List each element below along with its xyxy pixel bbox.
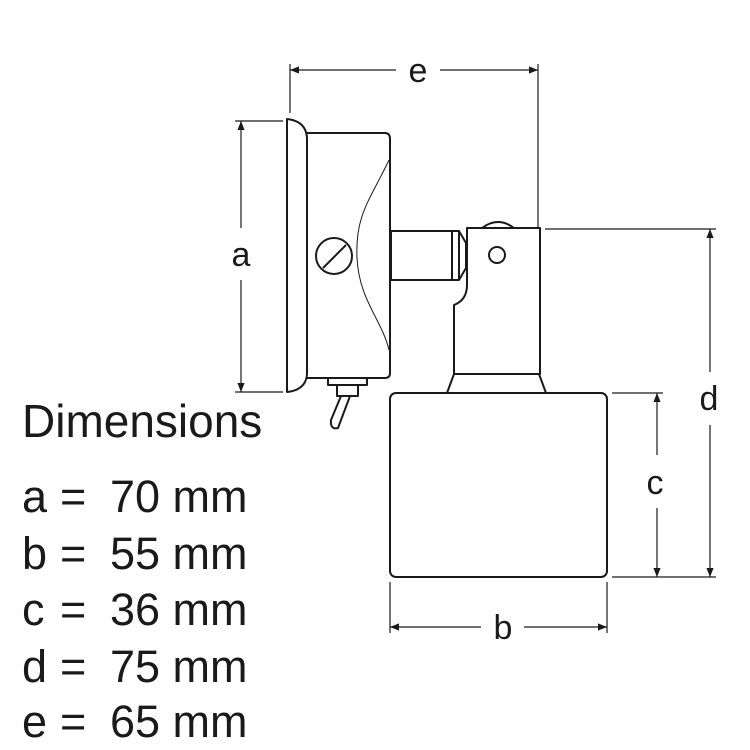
row-value: 36 mm (110, 584, 248, 635)
dimension-row-d: d = 75 mm (22, 641, 248, 692)
dimension-label-b: b (494, 609, 513, 647)
dimension-row-c: c = 36 mm (22, 584, 248, 635)
lamp-head (389, 392, 608, 578)
dimension-row-e: e = 65 mm (22, 696, 248, 747)
row-label: c (22, 584, 45, 635)
dimension-row-a: a = 70 mm (22, 471, 248, 522)
row-equals: = (60, 528, 86, 579)
row-label: b (22, 528, 47, 579)
dimension-label-a: a (232, 236, 251, 274)
row-value: 70 mm (110, 471, 248, 522)
wall-lamp-drawing (286, 118, 608, 578)
screw-icon (315, 237, 353, 275)
dimension-d: d (545, 228, 719, 578)
dimension-label-e: e (409, 52, 428, 90)
row-equals: = (60, 471, 86, 522)
bracket (446, 221, 547, 394)
row-value: 75 mm (110, 641, 248, 692)
row-value: 55 mm (110, 528, 248, 579)
housing-contour (356, 159, 390, 351)
dimension-label-d: d (700, 380, 719, 418)
row-value: 65 mm (110, 696, 248, 747)
dimensions-title: Dimensions (22, 395, 262, 447)
row-equals: = (60, 641, 86, 692)
dimension-e: e (289, 52, 539, 227)
arm-joint (390, 230, 467, 281)
row-equals: = (60, 584, 86, 635)
dimension-c: c (612, 392, 664, 577)
toggle-switch-icon (327, 377, 368, 430)
row-label: a (22, 471, 48, 522)
dimension-a: a (232, 120, 283, 393)
row-equals: = (60, 696, 86, 747)
dimension-b: b (389, 582, 608, 647)
row-label: d (22, 641, 47, 692)
lamp-base-housing (307, 132, 391, 379)
dimension-label-c: c (647, 464, 664, 502)
row-label: e (22, 696, 47, 747)
dimension-row-b: b = 55 mm (22, 528, 248, 579)
dimensions-list: a = 70 mm b = 55 mm c = 36 mm d = 75 mm … (22, 471, 248, 747)
wall-plate (286, 118, 308, 393)
